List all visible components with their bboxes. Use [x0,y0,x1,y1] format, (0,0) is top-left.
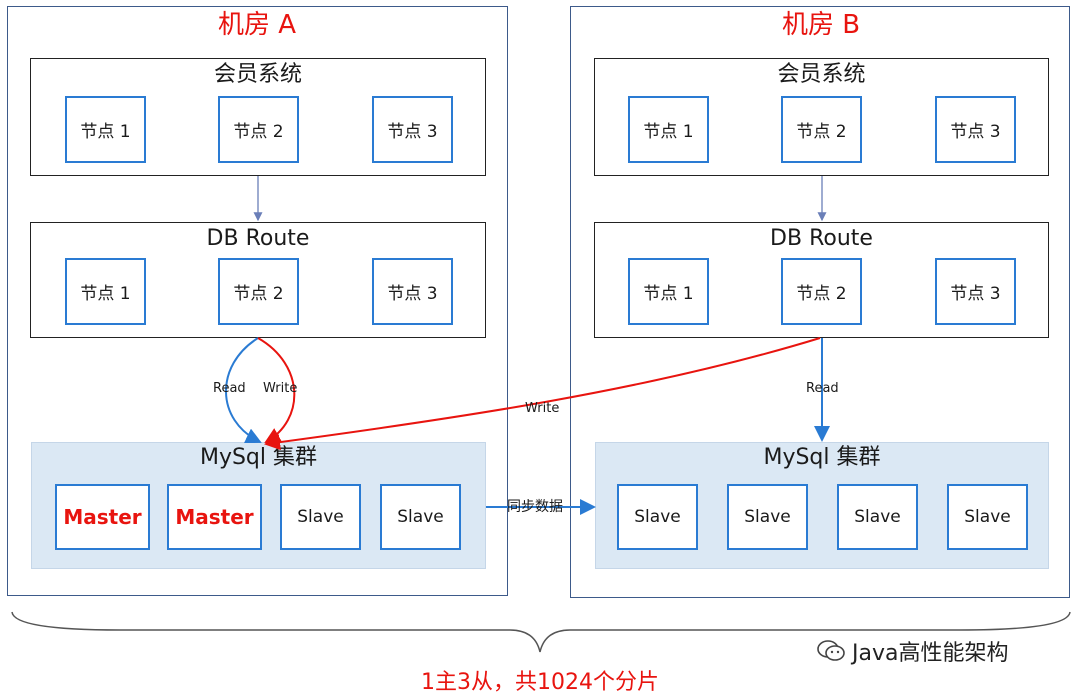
room-b-db-slave-3: Slave [837,484,918,550]
watermark: Java高性能架构 [816,635,1008,667]
room-b-route-node-3: 节点 3 [935,258,1016,325]
bottom-brace [11,611,1071,653]
room-b-title: 机房 B [781,10,861,40]
room-a-mysql-cluster-title: MySql 集群 [199,445,318,470]
room-a-title: 机房 A [217,10,297,40]
room-a-db-slave-2: Slave [380,484,461,550]
room-b-member-system-title: 会员系统 [777,62,866,87]
room-b-route-node-2: 节点 2 [781,258,862,325]
room-a-route-node-1: 节点 1 [65,258,146,325]
room-a-db-master-1: Master [55,484,150,550]
room-b-mysql-cluster-title: MySql 集群 [763,445,881,470]
room-b-db-slave-2: Slave [727,484,808,550]
room-b-member-node-1: 节点 1 [628,96,709,163]
room-b-cross-write-arrow [264,337,821,451]
room-a-write-label: Write [263,381,298,396]
room-b-route-node-1: 节点 1 [628,258,709,325]
room-b-db-slave-4: Slave [947,484,1028,550]
room-b-read-label: Read [806,381,839,396]
room-a [7,6,508,596]
room-b-db-route-title: DB Route [770,226,873,251]
room-a-member-system-title: 会员系统 [213,62,302,87]
room-a-read-arrow [225,337,262,444]
room-a-db-master-2: Master [167,484,262,550]
room-a-db-slave-1: Slave [280,484,361,550]
wechat-icon [816,638,846,664]
room-b-db-slave-1: Slave [617,484,698,550]
footer-caption: 1主3从，共1024个分片 [421,670,659,695]
room-a-member-node-1: 节点 1 [65,96,146,163]
room-b-cross-write-label: Write [525,401,560,416]
sync-data-label: 同步数据 [507,499,563,515]
room-b-member-node-3: 节点 3 [935,96,1016,163]
room-a-route-node-3: 节点 3 [372,258,453,325]
room-a-member-node-2: 节点 2 [218,96,299,163]
room-a-route-node-2: 节点 2 [218,258,299,325]
watermark-text: Java高性能架构 [852,641,1009,666]
room-a-write-arrow [257,337,296,443]
room-b-member-node-2: 节点 2 [781,96,862,163]
room-a-db-route-title: DB Route [206,226,310,251]
room-a-read-label: Read [213,381,246,396]
room-b [570,6,1070,598]
room-a-member-node-3: 节点 3 [372,96,453,163]
